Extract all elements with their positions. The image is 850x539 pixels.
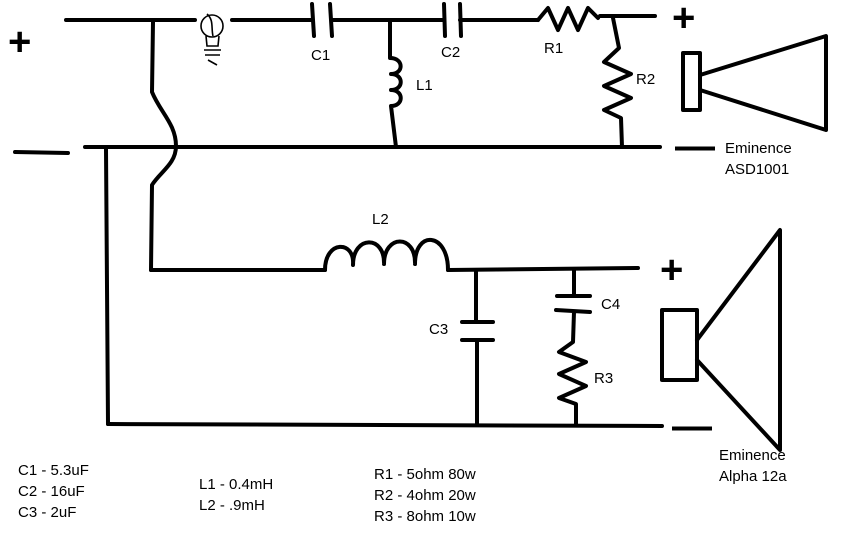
note-l2: L2 - .9mH [199,497,265,514]
l1-branch [388,18,403,149]
woofer-speaker [660,228,782,452]
note-c2: C2 - 16uF [18,483,85,500]
woofer-minus-sign: — [672,404,712,448]
r1-label: R1 [544,40,564,57]
inductor-values: L1 - 0.4mH L2 - .9mH [199,474,273,516]
woofer-hot-wire-2 [446,266,640,272]
c2-label: C2 [441,44,461,61]
c4-label: C4 [601,296,621,313]
note-c1: C1 - 5.3uF [18,462,89,479]
l2-inductor [323,237,450,272]
note-r2: R2 - 4ohm 20w [374,487,476,504]
note-r3: R3 - 8ohm 10w [374,508,476,525]
tweeter-feed-cross [149,20,178,272]
bulb-icon [200,13,224,66]
tweeter-speaker [681,34,828,132]
woofer-name-line2: Alpha 12a [719,468,787,485]
input-minus-left [13,150,70,155]
l2-label: L2 [372,211,389,228]
l1-label: L1 [416,77,433,94]
c3-branch [460,268,495,426]
tweeter-plus-sign: + [672,0,696,40]
r2-label: R2 [636,71,656,88]
note-r1: R1 - 5ohm 80w [374,466,476,483]
tweeter-name-line1: Eminence [725,140,792,157]
r3-label: R3 [594,370,614,387]
c3-label: C3 [429,321,449,338]
c2-capacitor [442,2,463,38]
tweeter-name-line2: ASD1001 [725,161,790,178]
ground-wire-bottom [106,422,664,428]
r1-resistor [536,6,600,32]
r2-branch [602,16,633,149]
woofer-plus-sign: + [660,248,684,292]
woofer-name: Eminence Alpha 12a [719,445,787,487]
note-l1: L1 - 0.4mH [199,476,274,493]
c1-capacitor [310,2,334,38]
tweeter-minus-sign: — [675,124,715,168]
capacitor-values: C1 - 5.3uF C2 - 16uF C3 - 2uF [18,460,89,523]
c1-label: C1 [311,47,331,64]
input-plus-sign: + [8,20,32,64]
tweeter-name: Eminence ASD1001 [725,138,792,180]
resistor-values: R1 - 5ohm 80w R2 - 4ohm 20w R3 - 8ohm 10… [374,464,476,527]
woofer-name-line1: Eminence [719,447,786,464]
c4-branch [554,268,592,426]
tweeter-top-wire [64,14,657,22]
woofer-ground-vertical [104,147,110,426]
note-c3: C3 - 2uF [18,504,77,521]
